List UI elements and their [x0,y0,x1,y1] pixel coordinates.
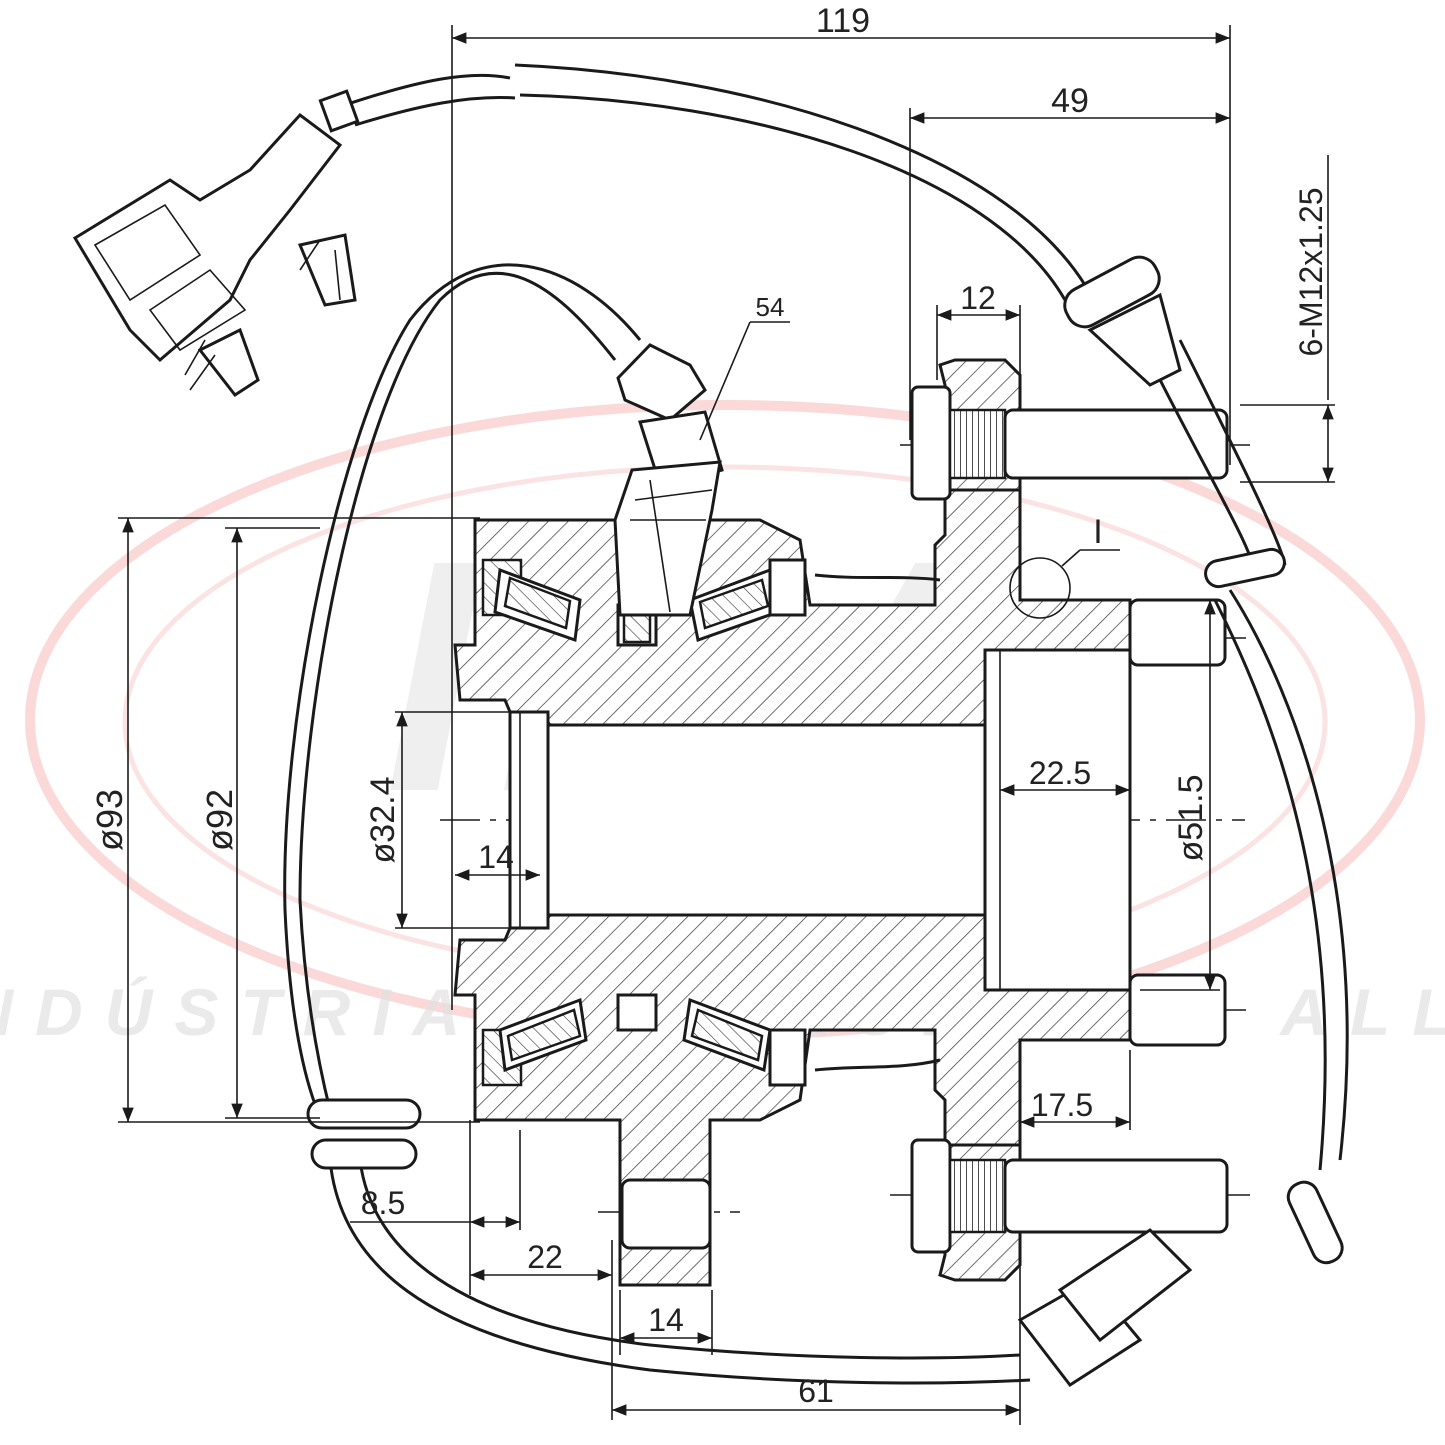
dim-thread: 6-M12x1.25 [1293,188,1329,357]
dim-dia51-5: ø51.5 [1172,775,1210,862]
detail-I: I [1093,513,1102,551]
dim-14-ear: 14 [648,1302,684,1338]
dim-14-left: 14 [478,839,514,875]
dim-12: 12 [960,280,996,316]
stud-top [910,385,1229,501]
bearing-lower [481,993,807,1087]
dim-22-5: 22.5 [1029,755,1091,791]
dim-22: 22 [527,1239,563,1275]
dim-8-5: 8.5 [361,1185,405,1221]
dim-17-5: 17.5 [1031,1087,1093,1123]
dim-49: 49 [1051,82,1089,120]
dim-dia32-4: ø32.4 [364,777,402,864]
dimension-labels: 119 49 12 6-M12x1.25 54 I ø93 ø92 ø32.4 … [89,2,1329,1409]
dimension-lines [118,25,1335,1425]
stud-bottom [910,1138,1229,1254]
stud-mid-bottom [1128,973,1227,1047]
bearing-upper [481,558,807,647]
dim-119: 119 [816,2,870,40]
abs-sensor [613,343,724,617]
dim-61: 61 [798,1373,834,1409]
ear-bolt [620,1178,712,1250]
dim-dia93: ø93 [89,789,130,851]
cable-grommets [306,255,1344,1388]
dim-dia92: ø92 [199,789,240,851]
hub-bore [508,648,1132,992]
dim-54: 54 [756,292,785,322]
abs-cable [283,63,1349,1385]
sensor-connector [72,89,360,398]
wheel-studs [620,385,1229,1254]
